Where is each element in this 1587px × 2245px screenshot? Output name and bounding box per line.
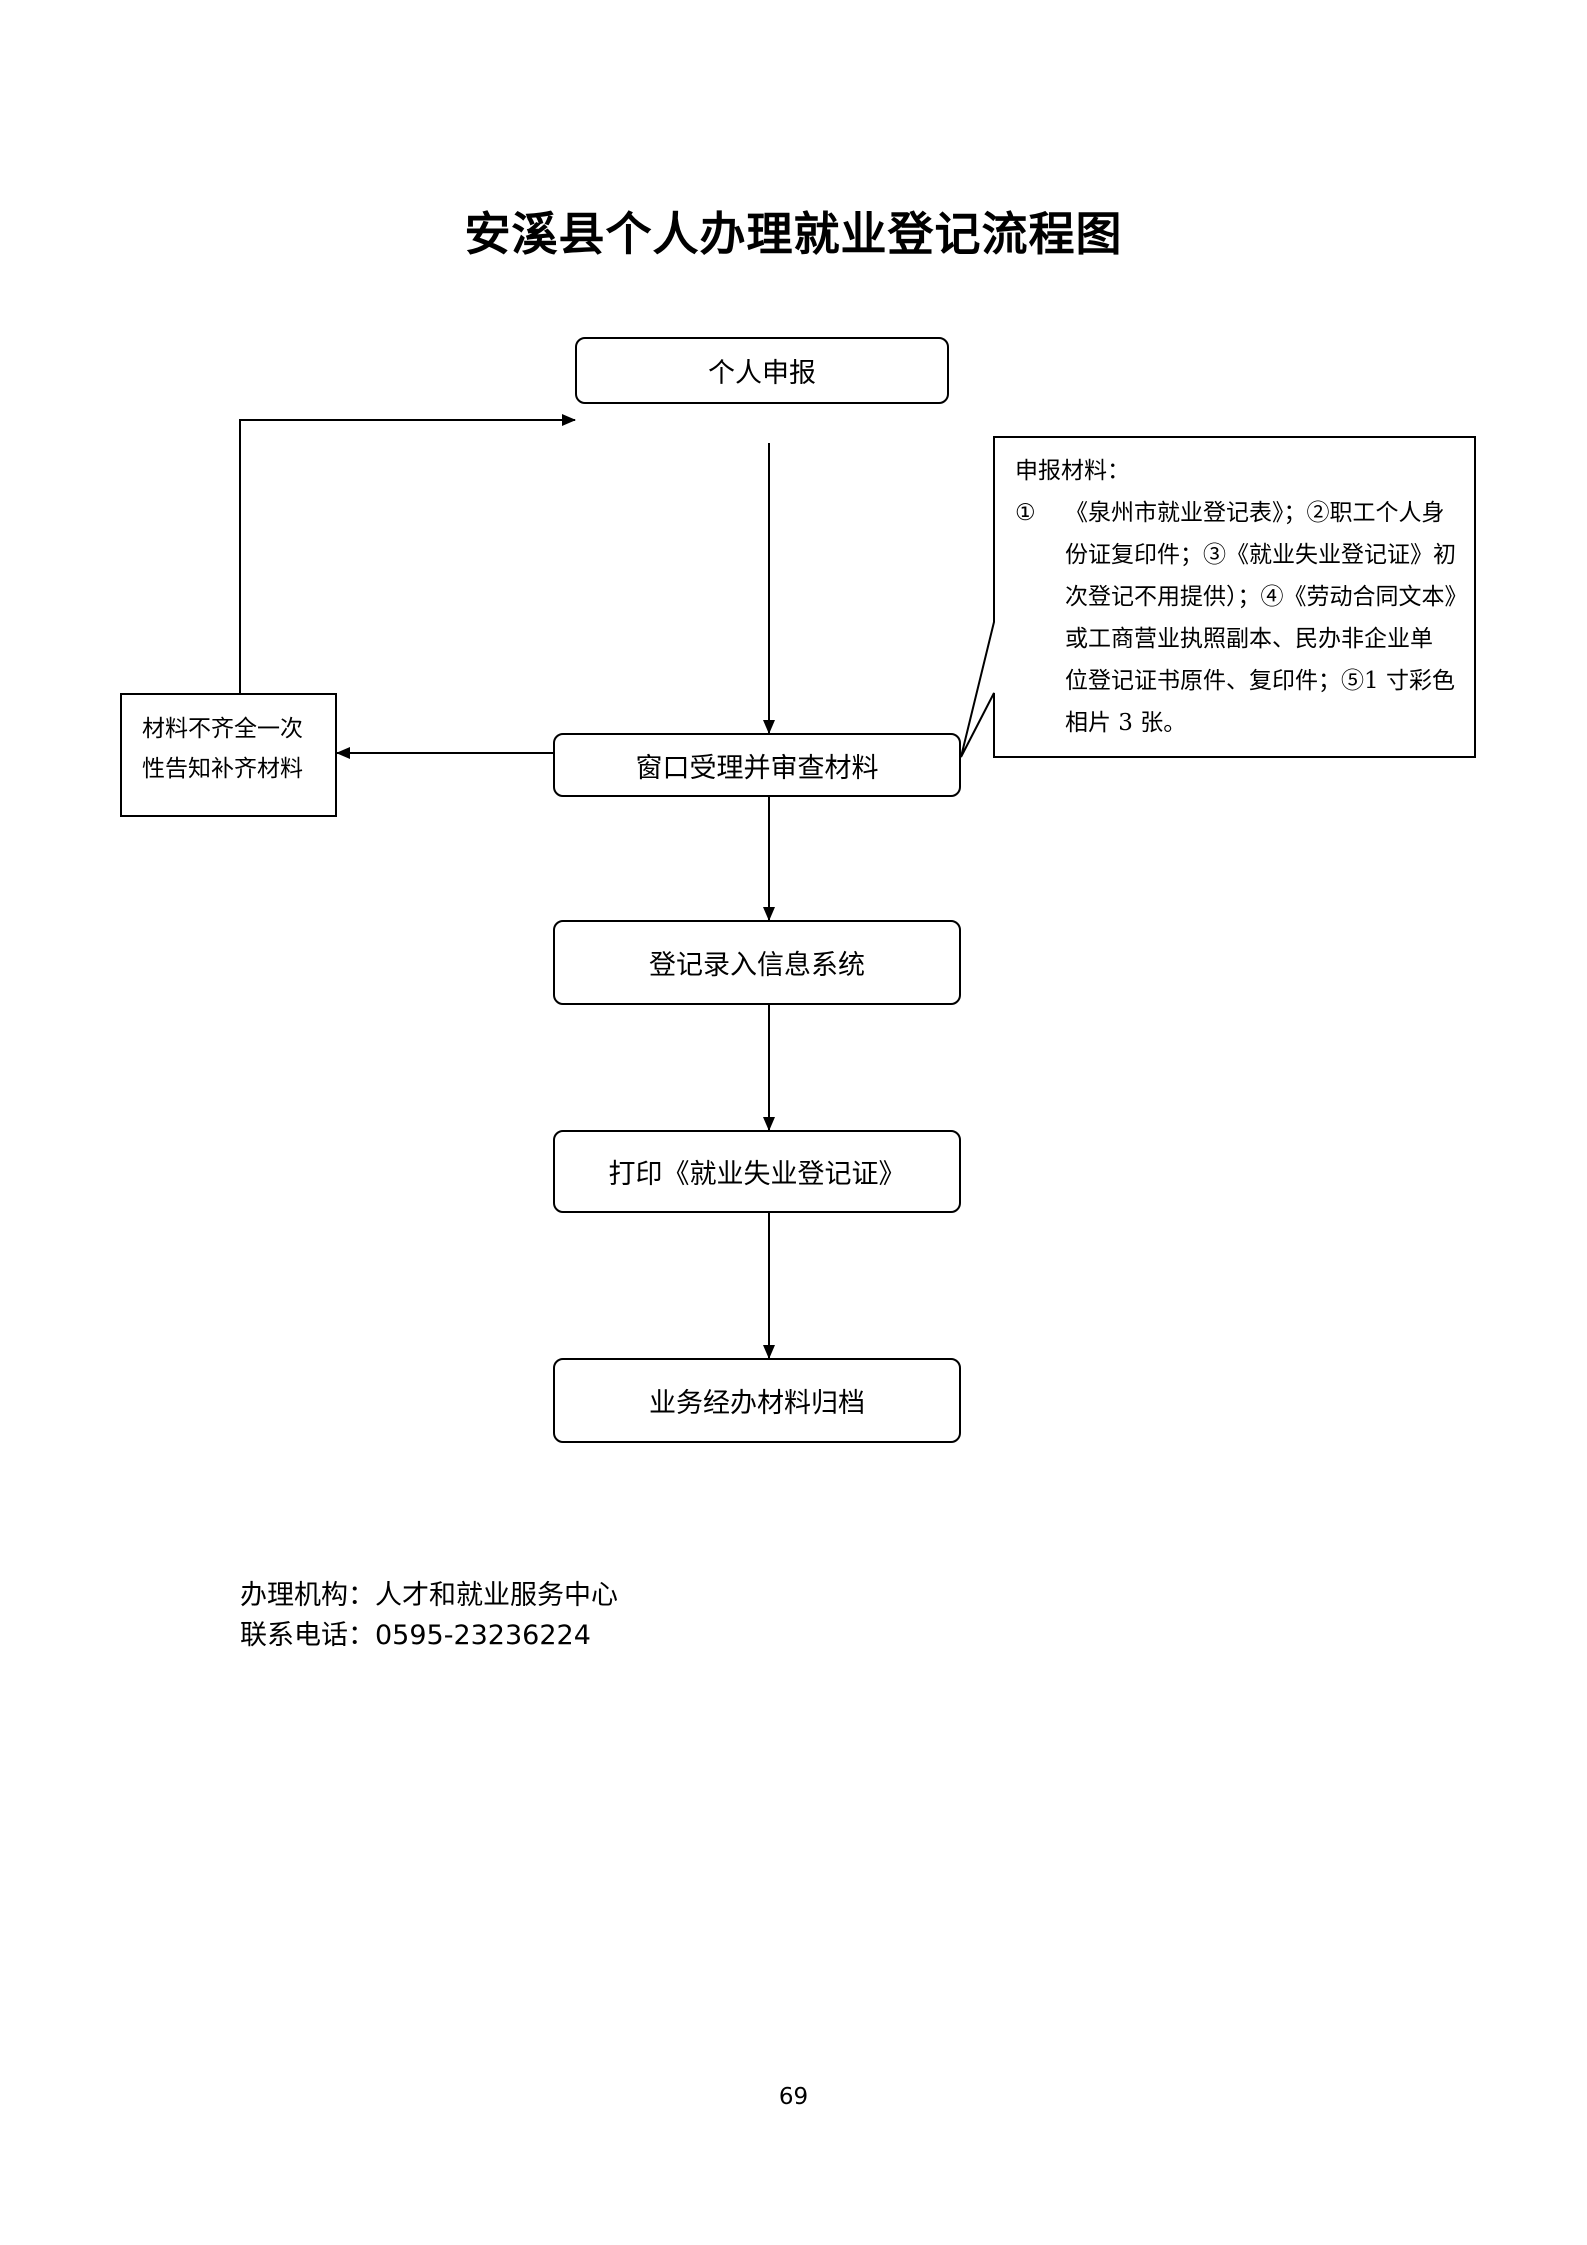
callout-list: ① 《泉州市就业登记表》；②职工个人身 份证复印件；③《就业失业登记证》初 次登… [1015,492,1475,744]
node-review: 窗口受理并审查材料 [553,733,961,797]
callout-line: 或工商营业执照副本、民办非企业单 [1065,626,1433,652]
side-note-line: 性告知补齐材料 [142,756,303,782]
callout-line: 位登记证书原件、复印件；⑤1 寸彩色 [1065,668,1455,694]
callout-heading: 申报材料： [1015,458,1130,484]
node-archive: 业务经办材料归档 [553,1358,961,1443]
callout-line: 次登记不用提供）；④《劳动合同文本》 [1065,584,1468,610]
callout-number: ① [1015,500,1036,526]
side-note-box: 材料不齐全一次 性告知补齐材料 [120,693,337,817]
callout-line: 份证复印件；③《就业失业登记证》初 [1065,542,1456,568]
page-title: 安溪县个人办理就业登记流程图 [464,207,1123,261]
node-apply: 个人申报 [575,337,949,404]
callout-line: 《泉州市就业登记表》；②职工个人身 [1065,500,1445,526]
arrow-sidenote-to-apply [239,414,576,693]
node-print: 打印《就业失业登记证》 [553,1130,961,1213]
callout-line: 相片 3 张。 [1065,710,1187,736]
footer-agency: 办理机构：人才和就业服务中心 [240,1580,618,1611]
callout-bubble-outline [960,436,1476,758]
side-note-line: 材料不齐全一次 [142,716,303,742]
callout-materials: 申报材料： ① 《泉州市就业登记表》；②职工个人身 份证复印件；③《就业失业登记… [1015,450,1475,744]
footer-phone: 联系电话：0595-23236224 [240,1620,591,1651]
node-entry: 登记录入信息系统 [553,920,961,1005]
page-number: 69 [778,2084,809,2110]
